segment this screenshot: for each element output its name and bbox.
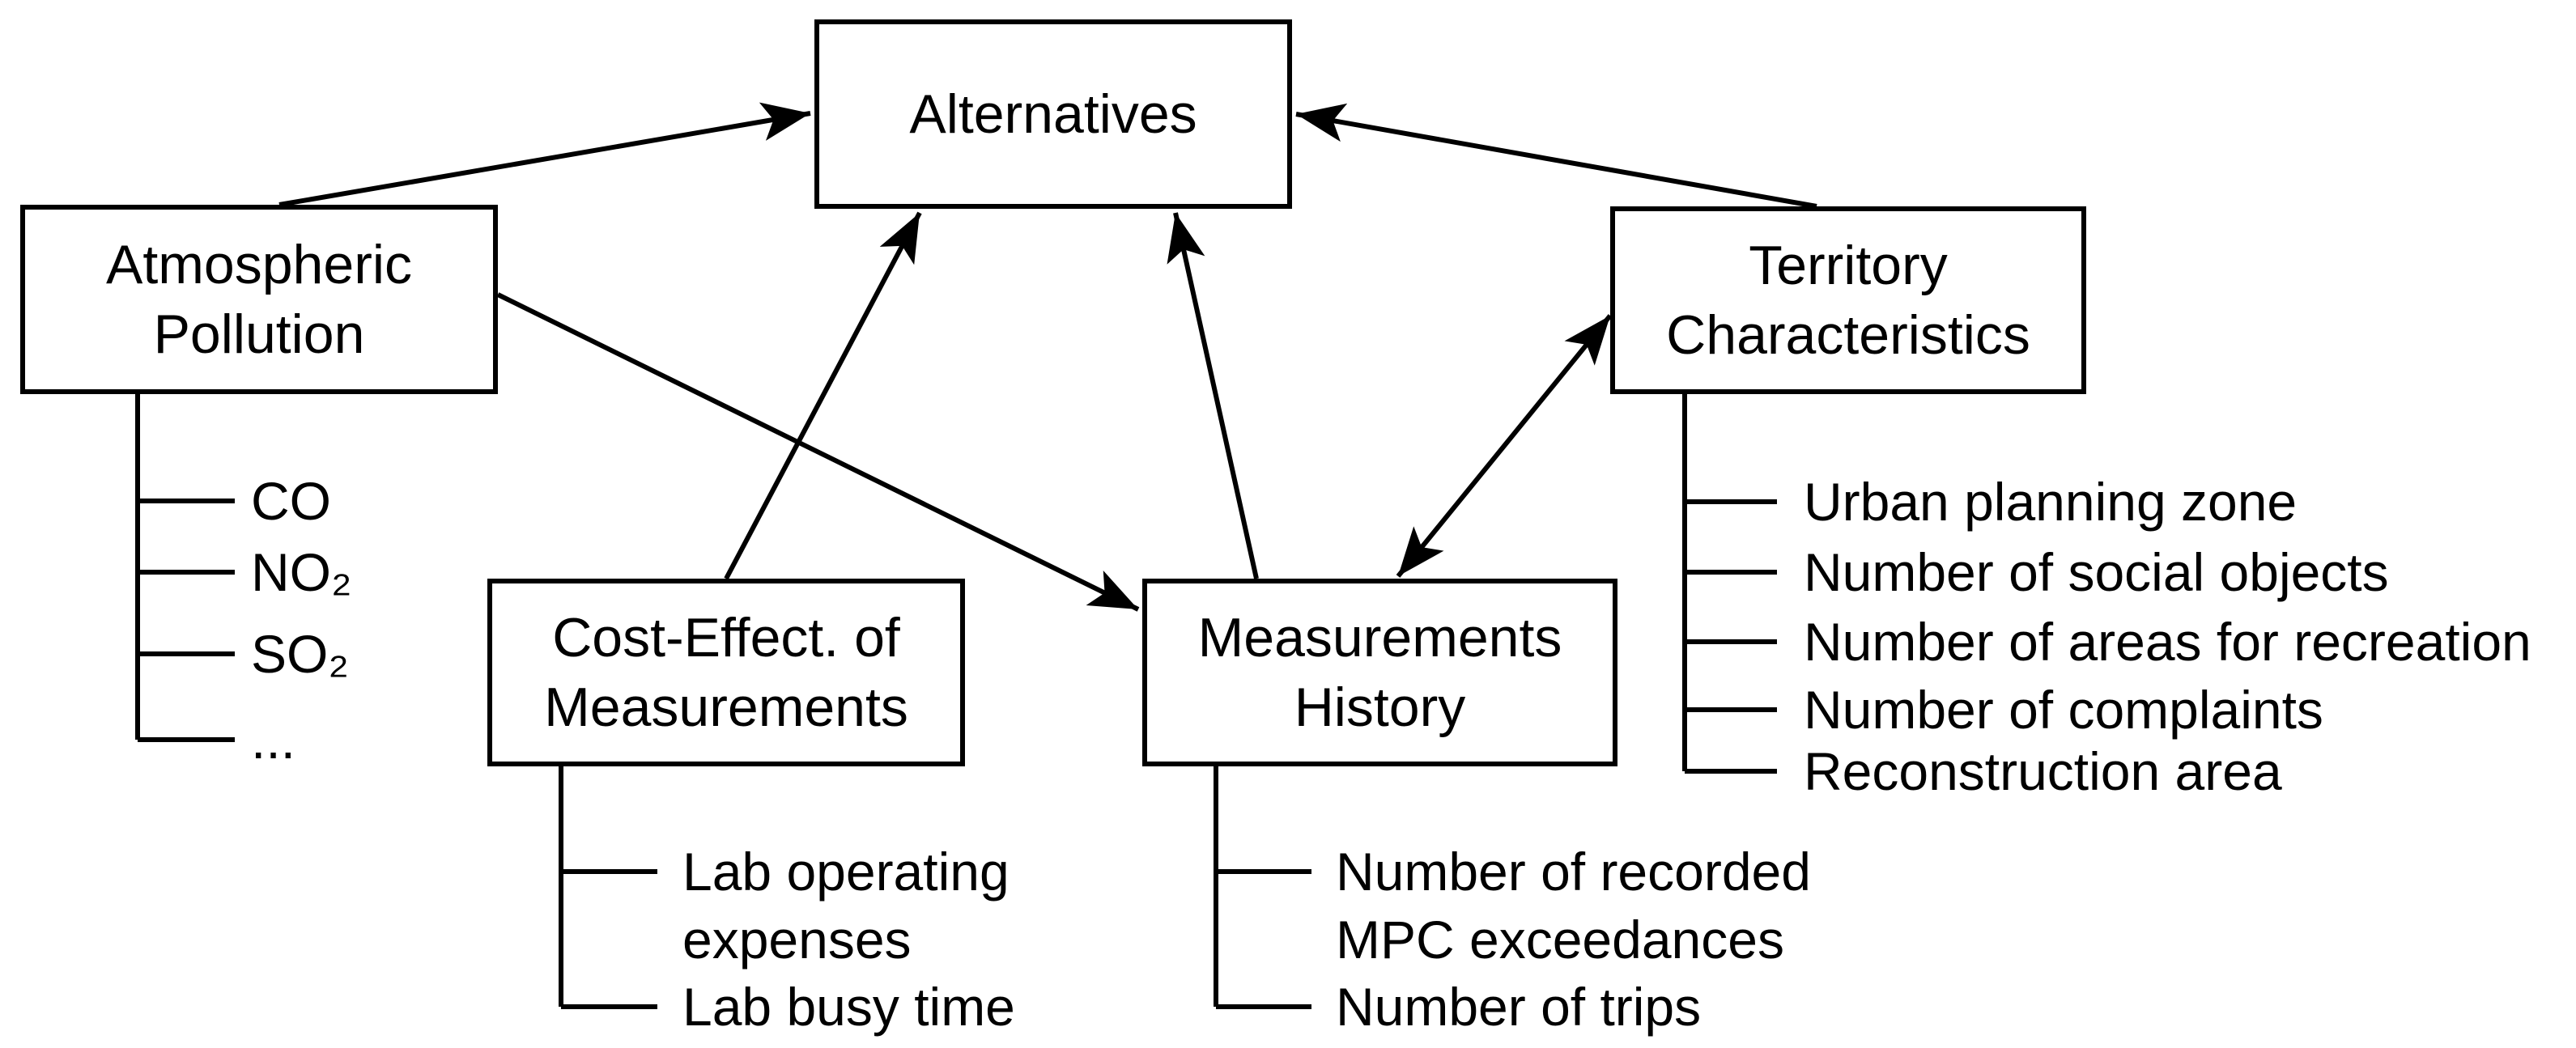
leaf-number-of-trips: Number of trips xyxy=(1336,977,1702,1037)
tree-cost-effectiveness xyxy=(559,766,657,1009)
edge-territory-characteristics-to-alternatives xyxy=(1295,103,1817,209)
node-atmospheric-pollution-label: Atmospheric Pollution xyxy=(106,234,412,365)
node-cost-effectiveness-label: Cost-Effect. of Measurements xyxy=(544,607,908,738)
leaf-so2: SO₂ xyxy=(251,624,349,684)
leaf-reconstruction-area: Reconstruction area xyxy=(1804,741,2282,801)
tree-atmospheric-pollution xyxy=(135,394,235,742)
edge-territory-characteristics-measurements-history-double xyxy=(1396,314,1613,578)
tree-territory-characteristics xyxy=(1682,393,1777,774)
leaf-number-of-areas-for-recreation: Number of areas for recreation xyxy=(1804,612,2531,672)
node-measurements-history-label: Measurements History xyxy=(1197,607,1562,738)
leaf-mpc-exceedances: Number of recorded MPC exceedances xyxy=(1336,842,1811,970)
leaf-lab-busy-time: Lab busy time xyxy=(682,977,1015,1037)
leaf-co: CO xyxy=(251,471,331,531)
node-territory-characteristics: Territory Characteristics xyxy=(1610,206,2086,394)
node-measurements-history: Measurements History xyxy=(1142,579,1617,766)
leaf-number-of-complaints: Number of complaints xyxy=(1804,680,2323,740)
edge-measurements-history-to-alternatives xyxy=(1167,212,1259,579)
node-cost-effectiveness: Cost-Effect. of Measurements xyxy=(487,579,965,766)
node-atmospheric-pollution: Atmospheric Pollution xyxy=(20,205,498,394)
leaf-lab-operating-expenses: Lab operating expenses xyxy=(682,842,1010,970)
node-alternatives-label: Alternatives xyxy=(909,83,1197,145)
node-territory-characteristics-label: Territory Characteristics xyxy=(1666,235,2030,366)
tree-measurements-history xyxy=(1214,766,1311,1009)
leaf-urban-planning-zone: Urban planning zone xyxy=(1804,472,2298,532)
leaf-no2: NO₂ xyxy=(251,542,352,602)
leaf-number-of-social-objects: Number of social objects xyxy=(1804,542,2389,602)
edge-atmospheric-pollution-to-measurements-history xyxy=(496,292,1140,612)
node-alternatives: Alternatives xyxy=(814,19,1292,209)
edge-cost-effectiveness-to-alternatives xyxy=(724,211,922,580)
edge-atmospheric-pollution-to-alternatives xyxy=(278,102,811,207)
leaf-ellipsis: ... xyxy=(251,710,296,770)
